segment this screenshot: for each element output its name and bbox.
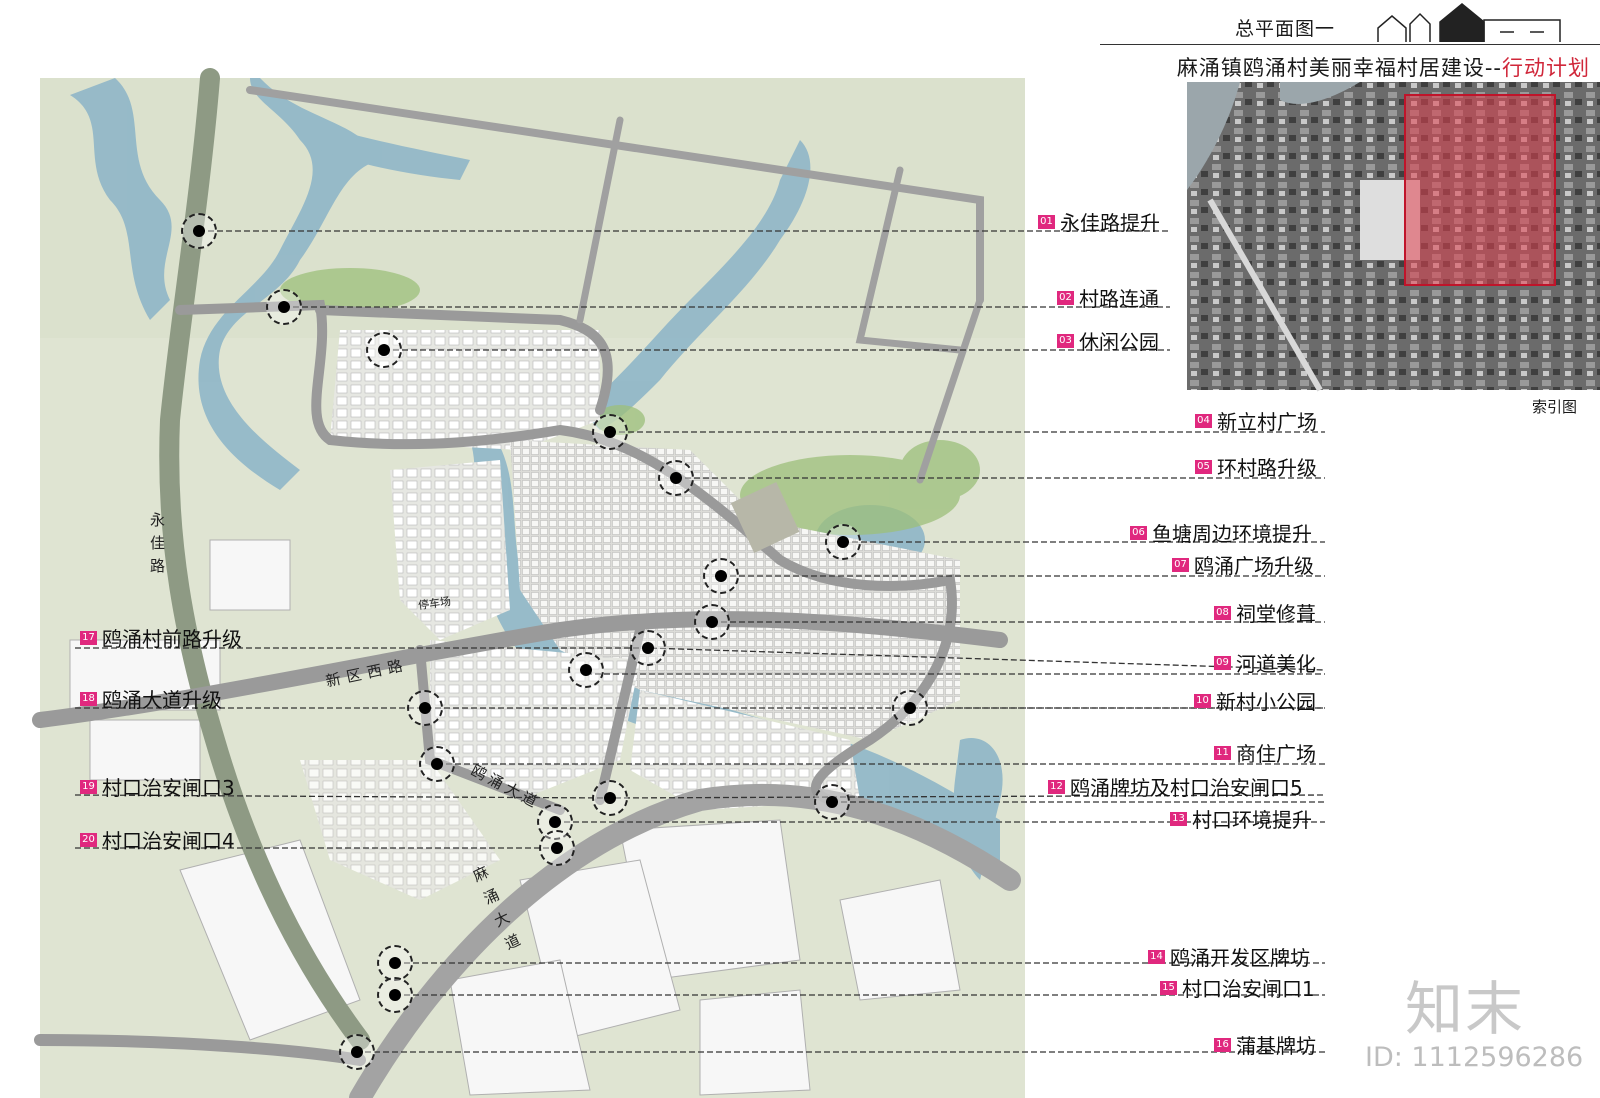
inset-satellite-image bbox=[1187, 82, 1600, 392]
page-title: 总平面图一 bbox=[1235, 18, 1336, 40]
village-blocks bbox=[300, 330, 960, 900]
watermark-logo: 知末 bbox=[1405, 975, 1526, 1043]
pond-hall bbox=[730, 481, 800, 553]
marker-06[interactable] bbox=[825, 524, 861, 560]
project-subtitle: 麻涌镇鸥涌村美丽幸福村居建设--行动计划 bbox=[1176, 56, 1590, 80]
marker-04[interactable] bbox=[592, 414, 628, 450]
marker-16[interactable] bbox=[339, 1034, 375, 1070]
marker-18[interactable] bbox=[407, 690, 443, 726]
marker-09[interactable] bbox=[568, 652, 604, 688]
marker-14[interactable] bbox=[377, 945, 413, 981]
marker-11[interactable] bbox=[419, 746, 455, 782]
title-divider bbox=[1100, 44, 1600, 45]
marker-02[interactable] bbox=[266, 289, 302, 325]
marker-08[interactable] bbox=[694, 604, 730, 640]
inset-caption: 索引图 bbox=[1532, 398, 1578, 416]
marker-05[interactable] bbox=[658, 460, 694, 496]
marker-03[interactable] bbox=[366, 332, 402, 368]
marker-15[interactable] bbox=[377, 977, 413, 1013]
marker-20[interactable] bbox=[539, 830, 575, 866]
marker-17[interactable] bbox=[630, 630, 666, 666]
watermark-id: ID: 1112596286 bbox=[1365, 1042, 1584, 1073]
house-silhouette-icon bbox=[1377, 3, 1561, 42]
subtitle-highlight: 行动计划 bbox=[1502, 56, 1590, 80]
marker-01[interactable] bbox=[181, 213, 217, 249]
marker-19[interactable] bbox=[592, 780, 628, 816]
road-label-yongjia: 永佳路 bbox=[148, 512, 166, 581]
marker-12[interactable] bbox=[814, 784, 850, 820]
marker-10[interactable] bbox=[892, 690, 928, 726]
marker-07[interactable] bbox=[703, 558, 739, 594]
